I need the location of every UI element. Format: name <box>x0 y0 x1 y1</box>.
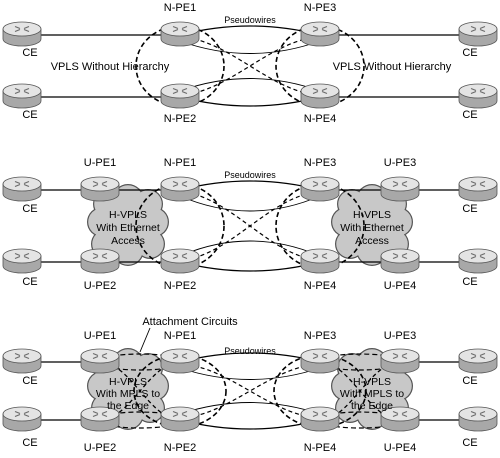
upe2-router-p2 <box>80 248 120 274</box>
npe2-label-p1: N-PE2 <box>164 113 196 125</box>
ce-bottom-left-p3 <box>2 406 42 432</box>
npe4-label-p3: N-PE4 <box>304 442 336 454</box>
ce-tr-label-p1: CE <box>462 47 477 59</box>
left-core-label-p1: VPLS Without Hierarchy <box>51 61 170 73</box>
pw-inner-bottom-p3 <box>179 402 321 415</box>
npe1-label-p2: N-PE1 <box>164 157 196 169</box>
ce-top-right-p2 <box>458 176 498 202</box>
pw-bottom-p1 <box>179 96 321 107</box>
npe4-router-p2 <box>300 248 340 274</box>
npe4-router-p3 <box>300 406 340 432</box>
pw-cross-b-p3 <box>179 363 321 419</box>
right-cloud-line3-p2: Access <box>355 235 389 247</box>
upe4-label-p2: U-PE4 <box>384 280 416 292</box>
upe3-router-p3 <box>380 348 420 374</box>
npe2-label-p2: N-PE2 <box>164 280 196 292</box>
ce-top-left-p3 <box>2 348 42 374</box>
upe1-router-p3 <box>80 348 120 374</box>
npe1-router-p3 <box>160 348 200 374</box>
npe4-router-p1 <box>300 83 340 109</box>
right-cloud-line1-p2: H-VPLS <box>353 209 391 221</box>
attachment-pointer-p3 <box>139 327 151 353</box>
right-cloud-line1-p3: H-VPLS <box>353 376 391 388</box>
ce-bl-label-p1: CE <box>22 109 37 121</box>
ce-br-label-p1: CE <box>462 109 477 121</box>
npe3-router-p3 <box>300 348 340 374</box>
ce-bottom-left-p1 <box>2 83 42 109</box>
npe2-router-p2 <box>160 248 200 274</box>
ce-top-left-p2 <box>2 176 42 202</box>
ce-top-left-p1 <box>2 21 42 47</box>
right-cloud-line2-p3: With MPLS to <box>340 388 404 400</box>
ce-tl-label-p3: CE <box>22 375 37 387</box>
pw-cross-b-p1 <box>179 36 321 96</box>
npe3-label-p3: N-PE3 <box>304 330 336 342</box>
ce-bottom-right-p3 <box>458 406 498 432</box>
ce-top-right-p1 <box>458 21 498 47</box>
upe2-router-p3 <box>80 406 120 432</box>
pw-bottom-p3 <box>179 419 321 430</box>
right-cloud-line3-p3: the Edge <box>351 400 393 412</box>
npe1-router-p1 <box>160 21 200 47</box>
upe4-router-p2 <box>380 248 420 274</box>
pw-top-p1 <box>179 25 321 36</box>
upe4-label-p3: U-PE4 <box>384 442 416 454</box>
npe2-label-p3: N-PE2 <box>164 442 196 454</box>
ce-bottom-right-p2 <box>458 248 498 274</box>
ce-br-label-p2: CE <box>462 276 477 288</box>
npe3-router-p1 <box>300 21 340 47</box>
left-cloud-line3-p3: the Edge <box>107 400 149 412</box>
pseudowires-label-p1: Pseudowires <box>224 15 276 25</box>
ce-bottom-left-p2 <box>2 248 42 274</box>
ce-top-right-p3 <box>458 348 498 374</box>
npe4-label-p2: N-PE4 <box>304 280 336 292</box>
ce-bottom-right-p1 <box>458 83 498 109</box>
upe3-label-p2: U-PE3 <box>384 157 416 169</box>
pw-inner-top-p1 <box>179 40 321 54</box>
pw-inner-top-p2 <box>179 195 321 212</box>
pw-inner-top-p3 <box>179 367 321 380</box>
ce-br-label-p3: CE <box>462 437 477 449</box>
upe2-label-p3: U-PE2 <box>84 442 116 454</box>
npe1-label-p1: N-PE1 <box>164 2 196 14</box>
right-cloud-line2-p2: With Ethernet <box>340 222 404 234</box>
upe1-label-p2: U-PE1 <box>84 157 116 169</box>
npe3-router-p2 <box>300 176 340 202</box>
ce-tl-label-p1: CE <box>22 47 37 59</box>
pw-inner-bottom-p1 <box>179 78 321 92</box>
upe3-label-p3: U-PE3 <box>384 330 416 342</box>
pw-inner-bottom-p2 <box>179 240 321 257</box>
left-cloud-line1-p3: H-VPLS <box>109 376 147 388</box>
pseudowires-label-p3: Pseudowires <box>224 346 276 356</box>
npe3-label-p1: N-PE3 <box>304 2 336 14</box>
attachment-circuits-label-p3: Attachment Circuits <box>142 316 238 328</box>
left-cloud-line2-p3: With MPLS to <box>96 388 160 400</box>
pseudowires-label-p2: Pseudowires <box>224 170 276 180</box>
right-core-label-p1: VPLS Without Hierarchy <box>333 61 452 73</box>
npe2-router-p3 <box>160 406 200 432</box>
upe4-router-p3 <box>380 406 420 432</box>
pw-cross-a-p1 <box>179 36 321 96</box>
npe3-label-p2: N-PE3 <box>304 157 336 169</box>
ce-bl-label-p3: CE <box>22 437 37 449</box>
npe4-label-p1: N-PE4 <box>304 113 336 125</box>
ce-tr-label-p2: CE <box>462 203 477 215</box>
npe1-router-p2 <box>160 176 200 202</box>
pw-cross-b-p2 <box>179 191 321 261</box>
left-cloud-line3-p2: Access <box>111 235 145 247</box>
upe3-router-p2 <box>380 176 420 202</box>
npe1-label-p3: N-PE1 <box>164 330 196 342</box>
left-cloud-line1-p2: H-VPLS <box>109 209 147 221</box>
pw-cross-a-p3 <box>179 363 321 419</box>
upe1-router-p2 <box>80 176 120 202</box>
left-cloud-line2-p2: With Ethernet <box>96 222 160 234</box>
ce-tr-label-p3: CE <box>462 375 477 387</box>
npe2-router-p1 <box>160 83 200 109</box>
upe1-label-p3: U-PE1 <box>84 330 116 342</box>
ce-tl-label-p2: CE <box>22 203 37 215</box>
ce-bl-label-p2: CE <box>22 276 37 288</box>
upe2-label-p2: U-PE2 <box>84 280 116 292</box>
